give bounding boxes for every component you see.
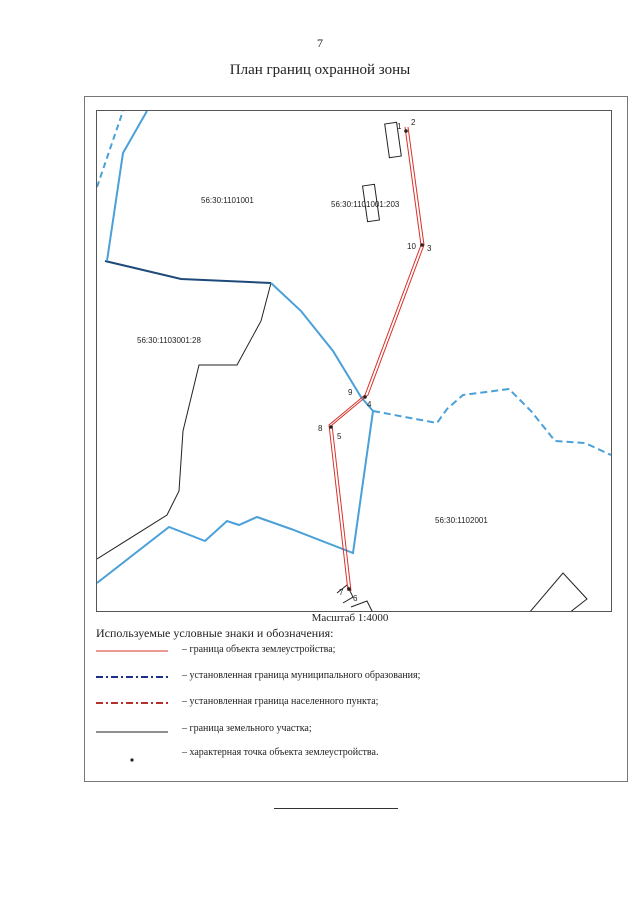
characteristic-point — [329, 425, 333, 429]
legend-label: – граница земельного участка; — [182, 723, 312, 734]
parcel-label: 56:30:1101001 — [201, 196, 254, 205]
legend-item-characteristic-point: – характерная точка объекта землеустройс… — [96, 746, 616, 762]
characteristic-point — [404, 129, 408, 133]
settlement-boundary-line — [106, 111, 148, 262]
legend-item-settlement-boundary: – установленная граница населенного пунк… — [96, 695, 616, 711]
point-label: 7 — [339, 588, 344, 597]
legend-title: Используемые условные знаки и обозначени… — [96, 626, 334, 640]
parcel-boundary-line — [97, 282, 272, 560]
legend-label: – характерная точка объекта землеустройс… — [182, 747, 379, 758]
parcel-label: 56:30:1101001:203 — [331, 200, 400, 209]
settlement-boundary-line — [372, 387, 611, 456]
parcel-label: 56:30:1103001:28 — [137, 336, 201, 345]
legend-item-object-boundary: – граница объекта землеустройства; — [96, 643, 616, 659]
parcel-label: 56:30:1102001 — [435, 516, 488, 525]
point-label: 5 — [337, 432, 342, 441]
legend-line-sample — [96, 731, 168, 733]
legend-point-sample — [130, 758, 134, 762]
point-label: 2 — [411, 118, 416, 127]
point-label: 8 — [318, 424, 323, 433]
legend-item-municipal-boundary: – установленная граница муниципального о… — [96, 669, 616, 685]
point-label: 3 — [427, 244, 432, 253]
page-title: План границ охранной зоны — [229, 62, 411, 78]
document-frame — [84, 96, 628, 782]
characteristic-point — [347, 587, 351, 591]
point-label: 9 — [348, 388, 353, 397]
legend-line-sample — [96, 650, 168, 652]
legend-label: – установленная граница населенного пунк… — [182, 696, 379, 707]
point-label: 6 — [353, 594, 358, 603]
characteristic-point — [363, 395, 367, 399]
point-label: 4 — [367, 400, 372, 409]
scale-label: Масштаб 1:4000 — [311, 612, 389, 624]
legend-line-sample — [96, 702, 168, 704]
municipal-boundary-line — [104, 260, 272, 284]
settlement-boundary-line — [97, 111, 124, 188]
characteristic-point — [420, 243, 424, 247]
object-boundary-line — [331, 126, 425, 592]
building-shape — [384, 121, 402, 159]
map-canvas: 56:30:1101001 56:30:1101001:203 56:30:11… — [97, 111, 611, 611]
point-label: 1 — [397, 122, 402, 131]
settlement-boundary-line — [97, 282, 375, 584]
legend-label: – граница объекта землеустройства; — [182, 644, 336, 655]
page-number: 7 — [317, 36, 323, 50]
legend-item-parcel-boundary: – граница земельного участка; — [96, 722, 616, 738]
building-shape — [361, 183, 381, 223]
legend-line-sample — [96, 676, 168, 678]
object-boundary-line — [328, 126, 422, 592]
building-shape — [350, 600, 373, 611]
legend-label: – установленная граница муниципального о… — [182, 670, 421, 681]
building-shape — [336, 584, 354, 604]
point-label: 10 — [407, 242, 416, 251]
map-area: 56:30:1101001 56:30:1101001:203 56:30:11… — [96, 110, 612, 612]
signature-line — [274, 808, 398, 809]
parcel-boundary-line — [530, 572, 588, 611]
